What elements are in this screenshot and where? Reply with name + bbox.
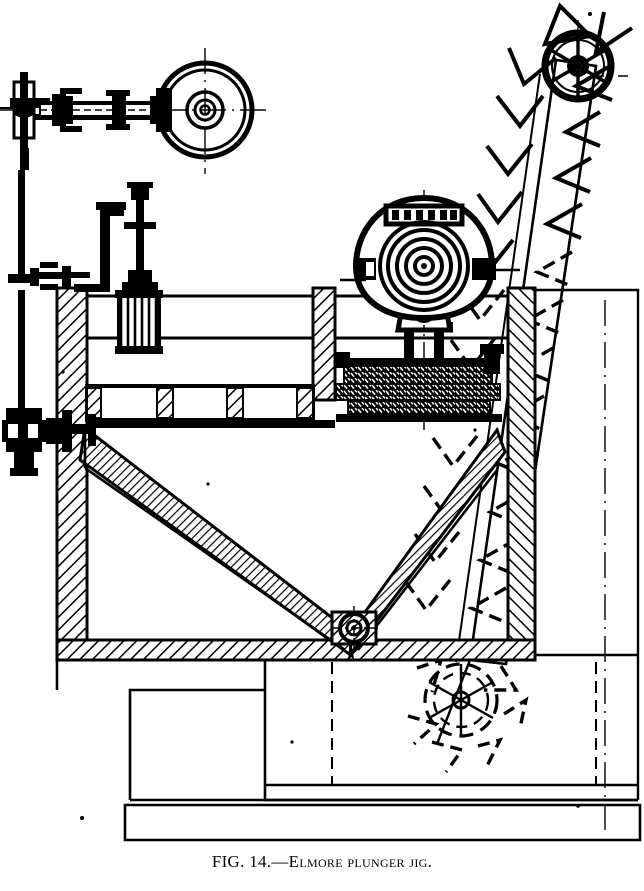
stepped-base-plinth xyxy=(55,660,642,842)
lower-globe-valve xyxy=(2,408,96,476)
top-spoked-sprocket xyxy=(541,29,615,103)
caption-dash: — xyxy=(271,852,289,871)
hatched-left-tank-wall xyxy=(55,286,89,662)
hatched-plunger-body xyxy=(335,358,502,422)
eccentric-sheave xyxy=(378,220,470,312)
standpipe-head xyxy=(74,182,158,292)
hatched-right-tank-wall xyxy=(506,286,537,662)
water-standpipe xyxy=(18,170,25,418)
tank-floor xyxy=(55,638,537,662)
scan-specks xyxy=(61,12,592,820)
figure-illustration xyxy=(0,2,642,842)
base-hidden-edges xyxy=(331,662,597,785)
grate-division-blocks xyxy=(86,387,314,419)
figure-caption: FIG. 14.—Elmore plunger jig. xyxy=(0,852,644,872)
v-bottom-hopper xyxy=(78,425,507,661)
ribbed-valve-cylinder xyxy=(115,290,163,354)
upper-branch-fitting xyxy=(8,262,90,290)
figure-title: Elmore plunger jig xyxy=(288,852,428,871)
elmore-plunger-jig-drawing xyxy=(0,2,642,842)
shaft-collars xyxy=(52,88,130,132)
figure-number: FIG. 14. xyxy=(211,852,272,871)
left-shaft-flange xyxy=(10,72,50,170)
discharge-roller xyxy=(330,606,378,650)
v-shaped-elevator-flights xyxy=(467,2,634,274)
caption-period: . xyxy=(427,852,433,871)
jig-box-outline xyxy=(520,288,640,800)
grate-support-beam xyxy=(85,384,335,428)
plunger-compartment-wall xyxy=(311,286,337,402)
flywheel-pulley xyxy=(155,60,255,160)
